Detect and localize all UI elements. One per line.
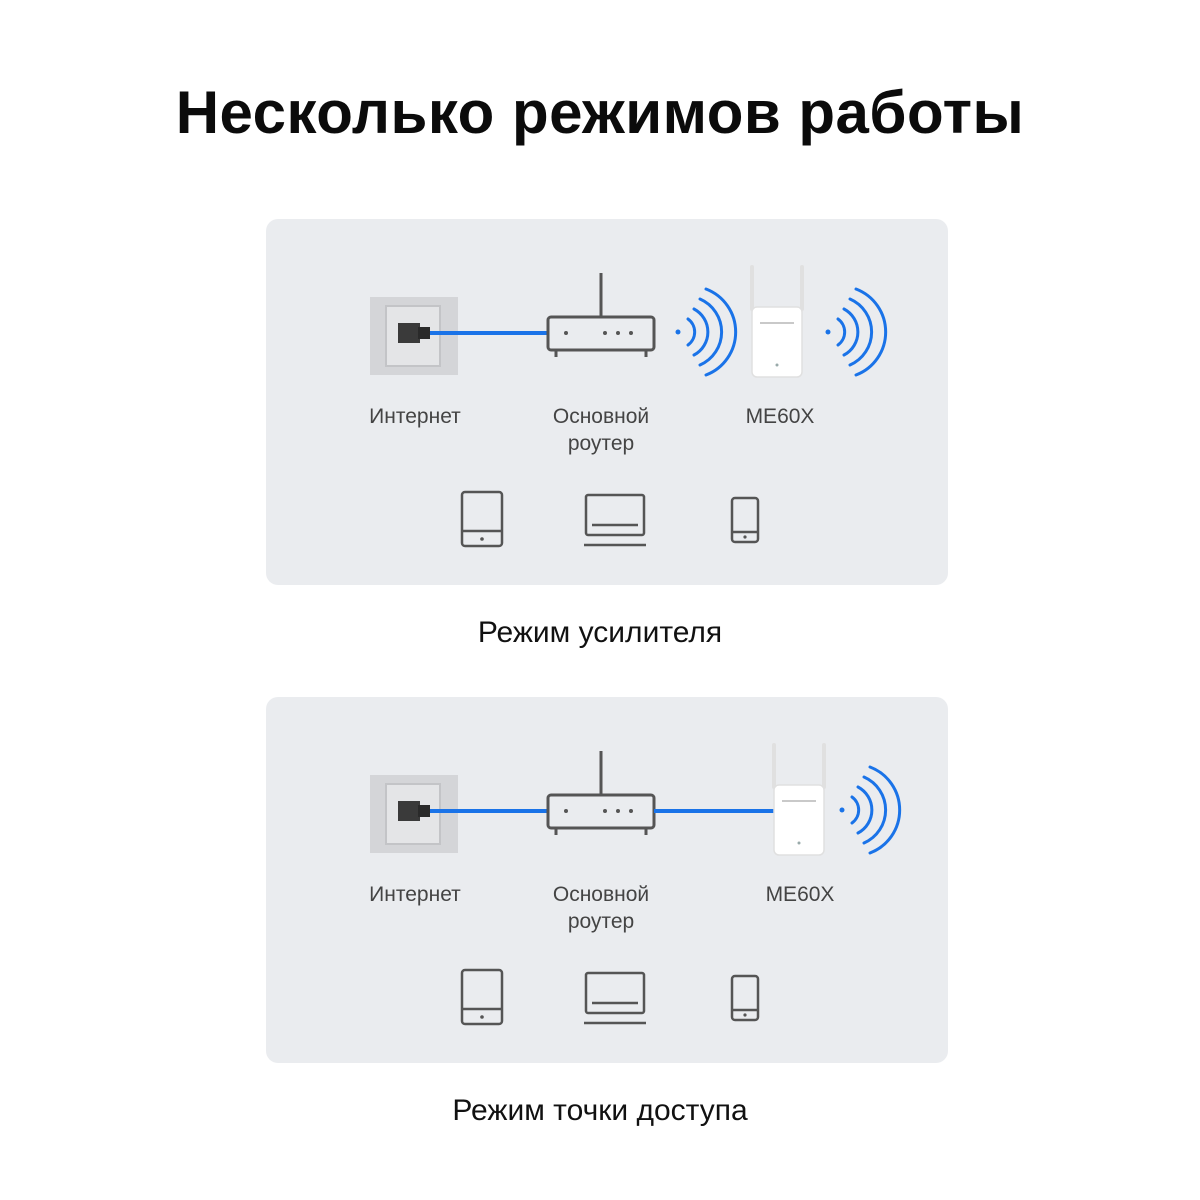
access-point-mode-diagram: Интернет Основной роутер ME60X	[266, 697, 948, 1063]
tablet-icon	[460, 968, 504, 1026]
internet-label: Интернет	[369, 405, 461, 428]
laptop-icon	[584, 493, 646, 547]
router-label-line1: Основной	[552, 883, 650, 906]
internet-label: Интернет	[369, 883, 461, 906]
extender-icon	[772, 743, 826, 856]
wall-socket-icon	[370, 297, 458, 375]
router-label-line2: роутер	[567, 432, 635, 455]
wifi-signal-icon	[675, 287, 738, 377]
laptop-icon	[584, 971, 646, 1025]
extender-icon	[750, 265, 804, 378]
router-icon	[546, 273, 656, 357]
phone-icon	[730, 496, 760, 544]
router-icon	[546, 751, 656, 835]
access-point-mode-caption: Режим точки доступа	[452, 1094, 748, 1127]
wifi-signal-icon	[839, 765, 902, 855]
router-label-line1: Основной	[552, 405, 650, 428]
phone-icon	[730, 974, 760, 1022]
device-label: ME60X	[745, 405, 815, 428]
page-title: Несколько режимов работы	[175, 79, 1025, 146]
router-label-line2: роутер	[567, 910, 635, 933]
repeater-mode-caption: Режим усилителя	[477, 616, 723, 649]
device-label: ME60X	[765, 883, 835, 906]
wifi-signal-icon	[825, 287, 888, 377]
tablet-icon	[460, 490, 504, 548]
repeater-mode-diagram: Интернет Основной роутер ME60X	[266, 219, 948, 585]
wall-socket-icon	[370, 775, 458, 853]
